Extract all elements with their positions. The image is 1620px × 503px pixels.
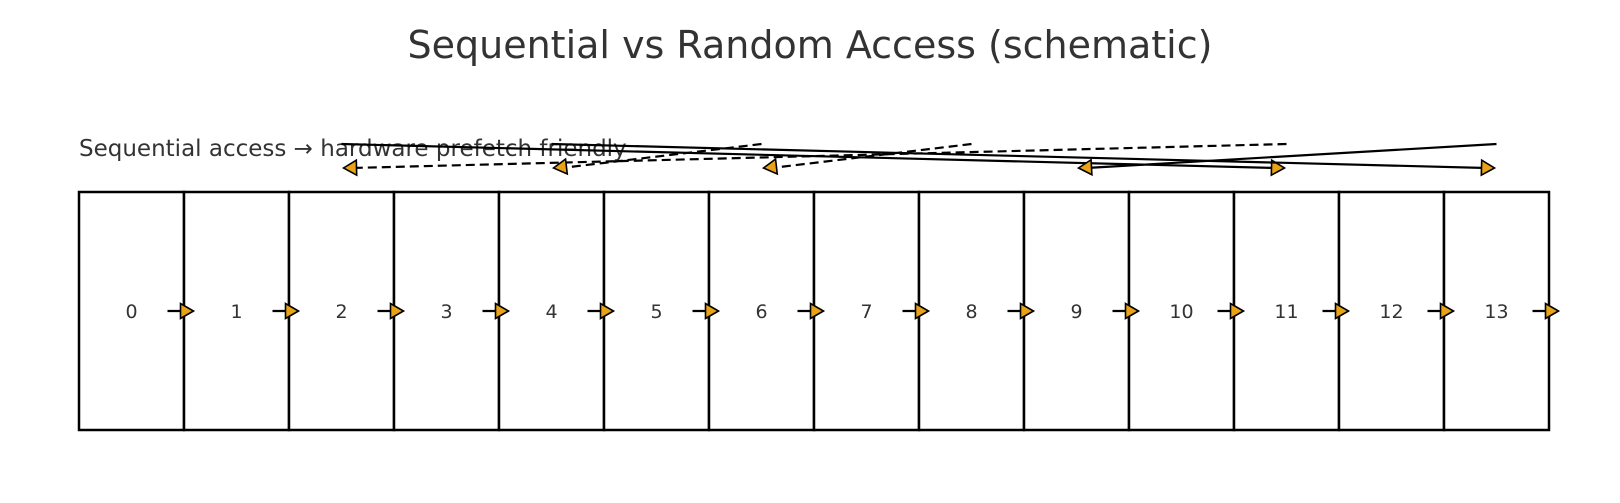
sequential-arrow bbox=[167, 302, 196, 320]
cell-label: 13 bbox=[1484, 301, 1508, 323]
sequential-arrow bbox=[587, 302, 616, 320]
sequential-arrow bbox=[1532, 302, 1561, 320]
arrow-head bbox=[704, 302, 721, 320]
cell-label: 6 bbox=[755, 301, 767, 323]
sequential-arrow bbox=[1007, 302, 1036, 320]
random-jump-arrow bbox=[341, 142, 1287, 177]
random-jump-arrow bbox=[551, 142, 1497, 177]
cell-label: 3 bbox=[440, 301, 452, 323]
jump-head bbox=[1076, 158, 1093, 177]
arrow-head bbox=[1124, 302, 1141, 320]
arrow-head bbox=[1439, 302, 1456, 320]
jump-head bbox=[761, 157, 779, 176]
cell-label: 1 bbox=[230, 301, 242, 323]
jump-shaft bbox=[341, 142, 1277, 170]
cell-label: 4 bbox=[545, 301, 557, 323]
arrow-head bbox=[1544, 302, 1561, 320]
memory-cell: 8 bbox=[917, 190, 1026, 432]
arrow-head bbox=[914, 302, 931, 320]
sequential-arrow bbox=[1112, 302, 1141, 320]
cell-box bbox=[1127, 190, 1236, 432]
memory-cell: 5 bbox=[602, 190, 711, 432]
jump-shaft bbox=[551, 142, 1487, 170]
sequential-arrow bbox=[1217, 302, 1246, 320]
cell-label: 8 bbox=[965, 301, 977, 323]
cell-label: 9 bbox=[1070, 301, 1082, 323]
arrow-head bbox=[494, 302, 511, 320]
arrow-head bbox=[1334, 302, 1351, 320]
cell-label: 12 bbox=[1379, 301, 1403, 323]
random-jump-arrow bbox=[761, 142, 972, 176]
cell-label: 11 bbox=[1274, 301, 1298, 323]
cell-label: 2 bbox=[335, 301, 347, 323]
jump-shaft bbox=[1086, 142, 1497, 170]
jump-head bbox=[1480, 158, 1497, 177]
random-jump-arrows bbox=[341, 142, 1497, 177]
memory-cell: 11 bbox=[1232, 190, 1341, 432]
cell-label: 7 bbox=[860, 301, 872, 323]
arrow-head bbox=[389, 302, 406, 320]
jump-head bbox=[341, 158, 358, 177]
memory-cell: 10 bbox=[1127, 190, 1236, 432]
memory-cell: 6 bbox=[707, 190, 816, 432]
sequential-arrows bbox=[167, 302, 1561, 320]
arrow-head bbox=[1019, 302, 1036, 320]
sequential-arrow bbox=[272, 302, 301, 320]
cell-box bbox=[812, 190, 921, 432]
memory-cell: 7 bbox=[812, 190, 921, 432]
cell-box bbox=[1337, 190, 1446, 432]
sequential-arrow bbox=[902, 302, 931, 320]
sequential-arrow bbox=[377, 302, 406, 320]
sequential-arrow bbox=[482, 302, 511, 320]
cell-box bbox=[707, 190, 816, 432]
jump-head bbox=[551, 157, 569, 176]
cell-box bbox=[77, 190, 186, 432]
sequential-arrow bbox=[692, 302, 721, 320]
memory-cell: 12 bbox=[1337, 190, 1446, 432]
jump-head bbox=[1270, 158, 1287, 177]
jump-shaft bbox=[771, 142, 972, 170]
sequential-arrow bbox=[1322, 302, 1351, 320]
cell-label: 0 bbox=[125, 301, 137, 323]
arrow-head bbox=[599, 302, 616, 320]
sequential-arrow bbox=[797, 302, 826, 320]
diagram-title: Sequential vs Random Access (schematic) bbox=[408, 23, 1213, 67]
cell-box bbox=[917, 190, 1026, 432]
cell-label: 10 bbox=[1169, 301, 1193, 323]
memory-cell: 0 bbox=[77, 190, 186, 432]
arrow-head bbox=[809, 302, 826, 320]
cell-label: 5 bbox=[650, 301, 662, 323]
arrow-head bbox=[1229, 302, 1246, 320]
random-jump-arrow bbox=[1076, 142, 1497, 177]
arrow-head bbox=[284, 302, 301, 320]
arrow-head bbox=[179, 302, 196, 320]
sequential-arrow bbox=[1427, 302, 1456, 320]
